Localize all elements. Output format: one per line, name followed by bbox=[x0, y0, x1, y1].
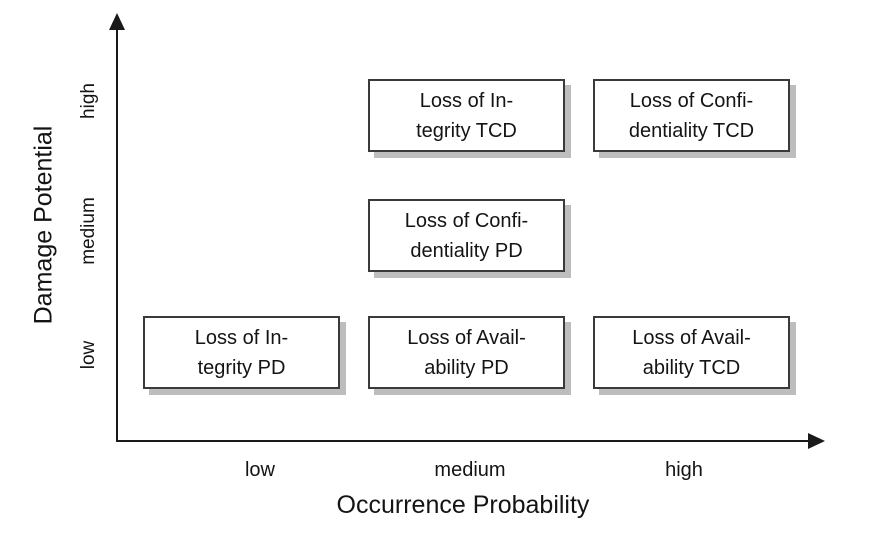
box-label-line: Loss of In- bbox=[419, 89, 514, 112]
box-label-line: Loss of Avail- bbox=[407, 326, 526, 349]
box-label-line: ability PD bbox=[424, 356, 509, 379]
y-tick-high: high bbox=[78, 83, 99, 119]
y-tick-medium: medium bbox=[78, 197, 99, 265]
x-axis-line bbox=[116, 440, 812, 442]
box-loss-of-confidentiality-pd: Loss of Confi- dentiality PD bbox=[368, 199, 565, 272]
box-loss-of-availability-pd: Loss of Avail- ability PD bbox=[368, 316, 565, 389]
box-loss-of-integrity-pd: Loss of In- tegrity PD bbox=[143, 316, 340, 389]
y-axis-arrow-icon bbox=[109, 13, 125, 30]
box-label-line: tegrity PD bbox=[197, 356, 286, 379]
box-label-line: dentiality TCD bbox=[628, 119, 755, 142]
box-label-line: tegrity TCD bbox=[416, 119, 517, 142]
box-label-line: Loss of Confi- bbox=[629, 89, 754, 112]
box-label-line: ability TCD bbox=[642, 356, 741, 379]
y-tick-low: low bbox=[78, 340, 99, 370]
box-label-line: Loss of Avail- bbox=[632, 326, 751, 349]
x-tick-high: high bbox=[665, 459, 703, 481]
box-label-line: Loss of Confi- bbox=[404, 209, 529, 232]
box-loss-of-confidentiality-tcd: Loss of Confi- dentiality TCD bbox=[593, 79, 790, 152]
x-tick-low: low bbox=[244, 459, 276, 481]
box-loss-of-integrity-tcd: Loss of In- tegrity TCD bbox=[368, 79, 565, 152]
x-tick-medium: medium bbox=[434, 459, 506, 481]
x-axis-arrow-icon bbox=[808, 433, 825, 449]
y-axis-title: Damage Potential bbox=[29, 125, 58, 325]
x-axis-title: Occurrence Probability bbox=[336, 491, 590, 519]
box-loss-of-availability-tcd: Loss of Avail- ability TCD bbox=[593, 316, 790, 389]
box-label-line: Loss of In- bbox=[194, 326, 289, 349]
box-label-line: dentiality PD bbox=[410, 239, 523, 262]
y-axis-line bbox=[116, 24, 118, 442]
